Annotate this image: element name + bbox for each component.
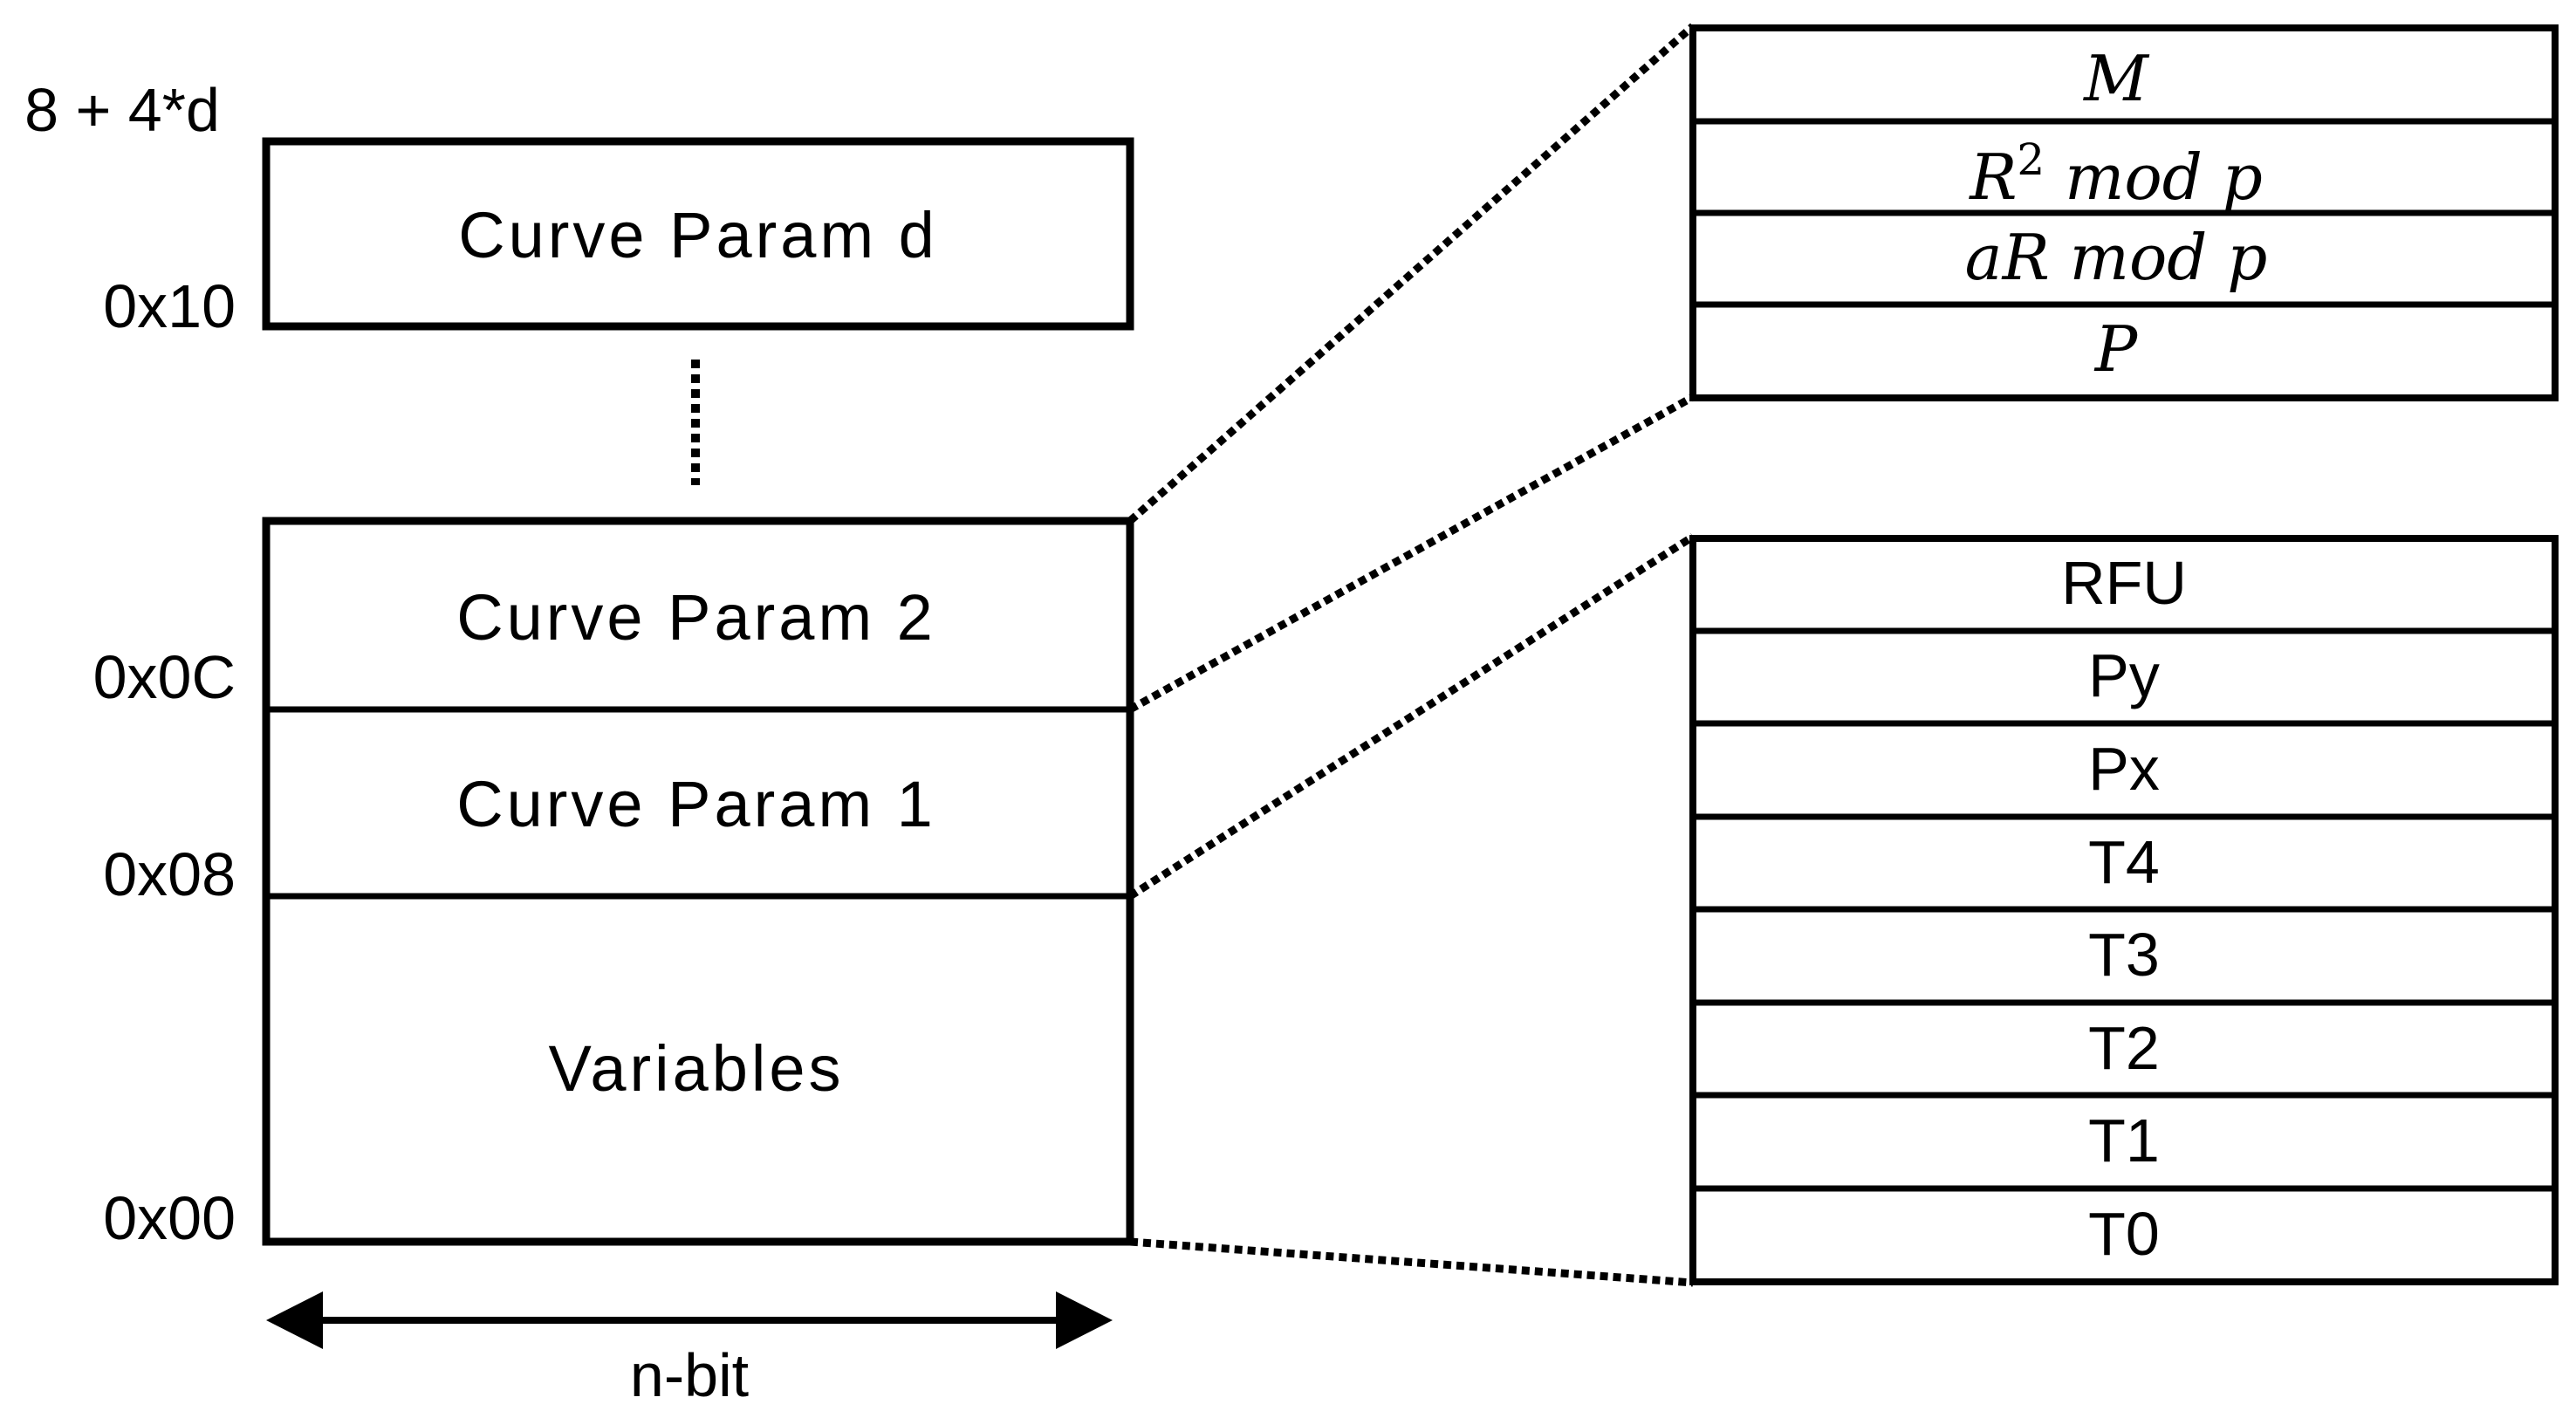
r2-base: R [1968, 140, 2017, 214]
variables-row-t2: T2 [2088, 1014, 2160, 1082]
width-arrow-left-head [266, 1291, 323, 1349]
curve-param-1-label: Curve Param 1 [456, 768, 936, 840]
curve-param-2-label: Curve Param 2 [456, 581, 936, 654]
variables-row-t3: T3 [2088, 921, 2160, 989]
width-arrow-right-head [1056, 1291, 1113, 1349]
connector-curve-top [1127, 23, 1696, 524]
curve-detail-row-m: M [2082, 42, 2150, 115]
address-0x0c: 0x0C [93, 643, 236, 711]
variables-row-t4: T4 [2088, 828, 2160, 896]
variables-row-rfu: RFU [2061, 549, 2187, 617]
variables-detail-table [1689, 535, 2559, 1285]
address-0x08: 0x08 [103, 840, 236, 908]
r2-rest: mod p [2045, 140, 2263, 214]
width-label: n-bit [630, 1341, 749, 1409]
zoom-connectors [1127, 23, 1696, 1287]
r2-superscript: 2 [2017, 134, 2045, 185]
connector-variables-bottom [1129, 1237, 1694, 1287]
variables-label: Variables [548, 1032, 844, 1105]
variables-row-t0: T0 [2088, 1200, 2160, 1268]
width-arrow [266, 1291, 1113, 1349]
curve-param-d-label: Curve Param d [458, 199, 938, 271]
variables-row-px: Px [2088, 735, 2160, 803]
memory-stack-block [262, 517, 1134, 1246]
address-0x10: 0x10 [103, 272, 236, 340]
top-address-label: 8 + 4*d [24, 76, 220, 144]
connector-variables-top [1127, 533, 1696, 900]
variables-row-py: Py [2088, 641, 2160, 709]
curve-detail-row-ar-mod-p: aR mod p [1965, 221, 2268, 294]
curve-detail-row-r2-mod-p: R2 mod p [1968, 134, 2263, 214]
address-0x00: 0x00 [103, 1184, 236, 1252]
variables-row-t1: T1 [2088, 1106, 2160, 1175]
curve-param-detail-table [1689, 24, 2559, 401]
curve-param-d-block [262, 137, 1134, 331]
curve-detail-row-p: P [2093, 312, 2139, 386]
connector-curve-bottom [1127, 394, 1696, 713]
